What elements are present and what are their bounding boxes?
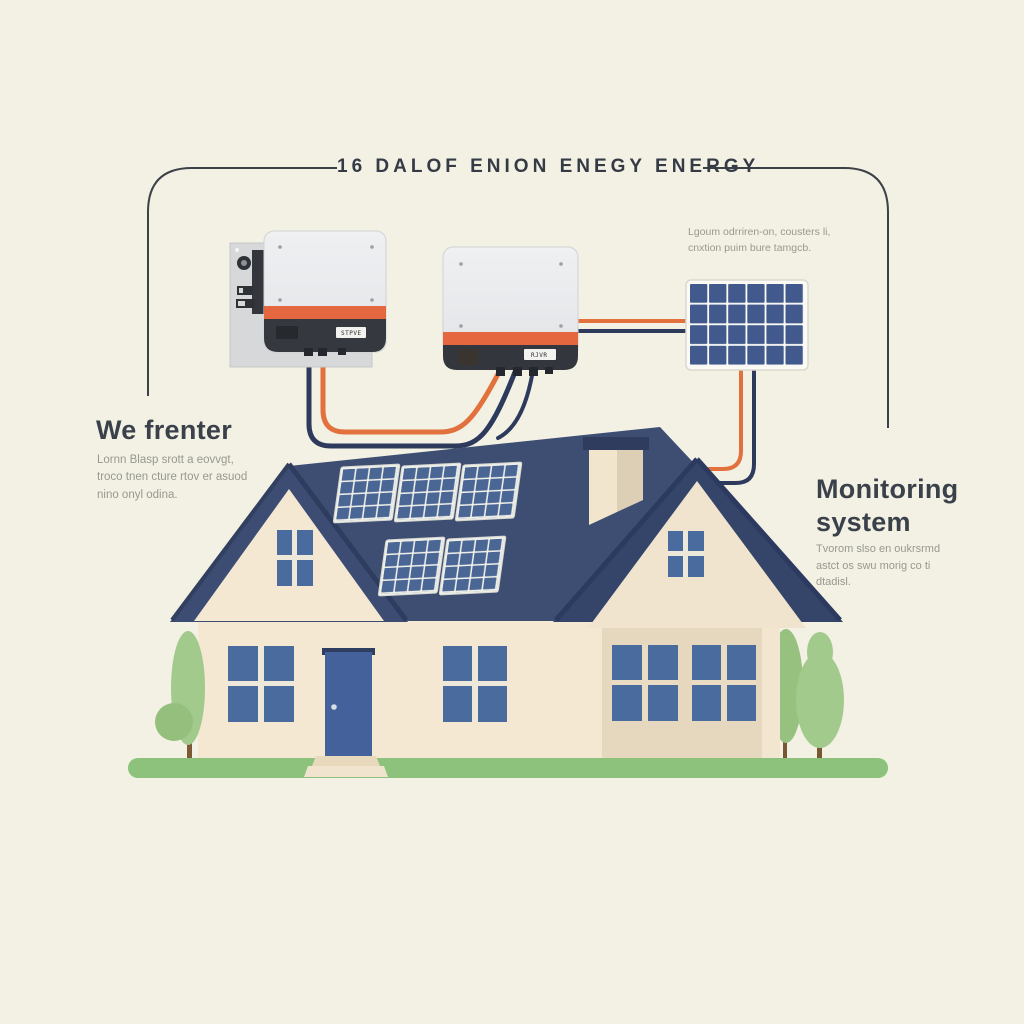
roof-panel-3 [454, 461, 523, 522]
inverter-1-label: STPVE [341, 330, 362, 337]
window-right-wing-b [692, 645, 756, 721]
inverter-2-orange-stripe [443, 332, 578, 345]
solar-panel-cells [690, 284, 805, 367]
roof-panel-2 [393, 462, 462, 523]
inverter-1-screws [278, 245, 374, 302]
title-frame-line [147, 167, 889, 428]
gable-left [170, 462, 408, 622]
solar-panel-standalone [685, 279, 809, 371]
door-handle [331, 704, 337, 710]
inverter-1-label-plate [336, 327, 366, 338]
window-gable-left [277, 530, 313, 586]
wire-orange-u [320, 337, 501, 435]
chimney [583, 437, 649, 525]
note-monitoring-line3: dtadisl. [816, 576, 851, 588]
note-monitoring-line2: astct os swu morig co ti [816, 559, 931, 572]
plate-switch-1-toggle [239, 288, 243, 293]
front-door [322, 648, 375, 757]
inverter-2: RJVR [442, 246, 579, 376]
plate-screw [235, 248, 239, 252]
note-top-right-line2: cnxtion puim bure tamgcb. [688, 241, 812, 254]
note-monitoring: Tvorom slso en oukrsrmd astct os swu mor… [816, 541, 940, 591]
wire-orange-down [704, 363, 743, 471]
inverter-1-orange-stripe [264, 306, 386, 319]
window-right-wing-a [612, 645, 678, 721]
heading-monitoring-line2: system [816, 506, 911, 537]
note-inverter-line2: troco tnen cture rtov er asuod [97, 471, 248, 484]
wire-navy-u [306, 337, 518, 449]
inverter-2-vent [458, 349, 478, 365]
note-top-right-line1: Lgoum odrriren-on, cousters li, [688, 226, 831, 238]
tree-right-front [796, 632, 844, 765]
dc-wires [306, 319, 756, 485]
inverter-2-connectors [496, 367, 553, 376]
diagram-title: 16 DALOF ENION ENEGY ENERGY [337, 156, 760, 177]
note-top-right: Lgoum odrriren-on, cousters li, cnxtion … [688, 225, 830, 257]
inverter-2-label: RJVR [531, 352, 547, 359]
plate-switch-2-toggle [238, 301, 245, 306]
house [170, 427, 843, 768]
window-gable-right [668, 531, 704, 577]
note-inverter: Lornn Blasp srott a eovvgt, troco tnen c… [97, 452, 247, 504]
gable-right [553, 457, 843, 628]
inverter-1: STPVE [229, 230, 387, 368]
door-steps [304, 756, 388, 777]
note-inverter-line1: Lornn Blasp srott a eovvgt, [97, 454, 234, 466]
note-inverter-line3: nino onyl odina. [97, 488, 178, 501]
window-center [443, 646, 507, 722]
inverter-2-label-plate [524, 349, 556, 360]
inverter-2-screws [459, 262, 563, 328]
plate-switch-1 [237, 286, 253, 295]
window-left-wing [228, 646, 294, 722]
inverter-1-connectors [304, 348, 346, 356]
grass-strip [128, 758, 888, 778]
roof-panel-1 [332, 463, 401, 524]
heading-monitoring-line1: Monitoring [816, 474, 959, 504]
roof-solar-array [332, 461, 523, 597]
tree-left [155, 631, 205, 764]
heading-inverter: We frenter [96, 415, 233, 445]
wall-right-side-face [762, 610, 780, 768]
note-monitoring-line1: Tvorom slso en oukrsrmd [816, 543, 941, 555]
heading-monitoring: Monitoring system [816, 473, 958, 539]
roof-panel-5 [438, 535, 507, 596]
wire-navy-u2 [496, 368, 535, 440]
inverter-1-vent [276, 326, 298, 339]
plate-dark-strip [252, 250, 267, 314]
roof-panel-4 [377, 536, 446, 597]
wire-navy-down [717, 363, 756, 485]
plate-knob-center [241, 260, 247, 266]
plate-switch-2 [236, 299, 255, 308]
